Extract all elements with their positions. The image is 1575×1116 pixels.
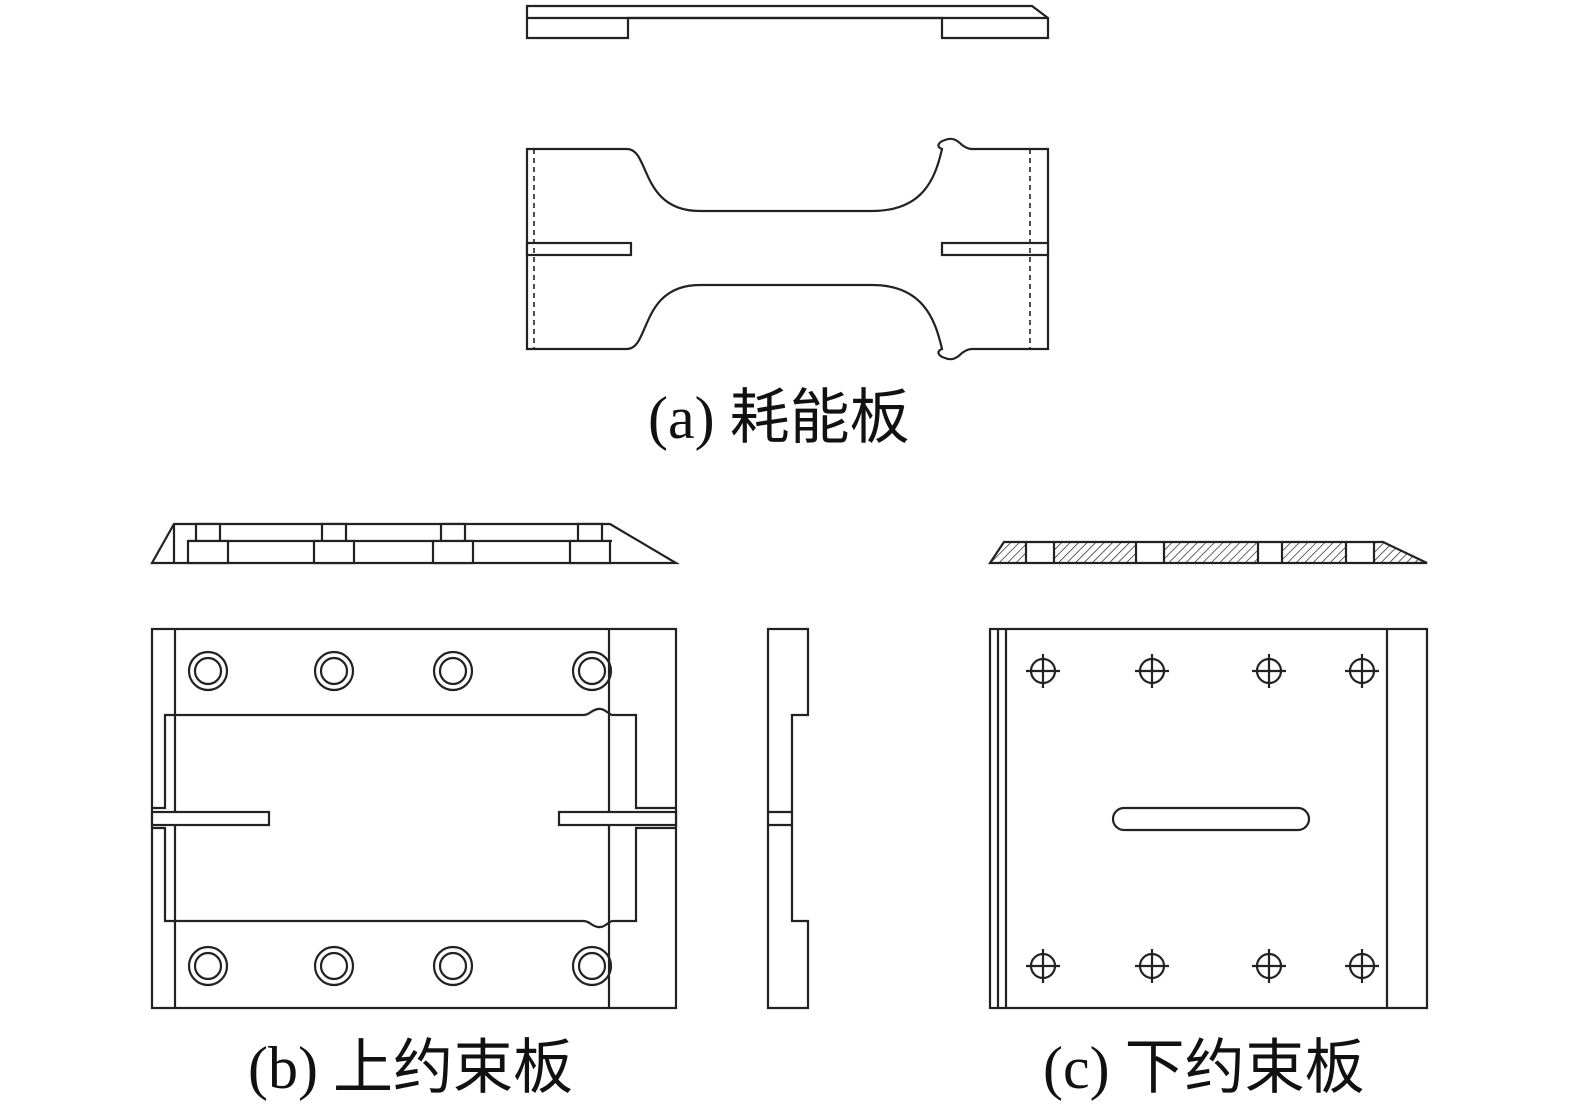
upper-plate-end-view [766,627,810,1010]
bolt-hole [1345,949,1379,983]
bolt-hole [187,650,229,692]
lower-plate-side-view [987,540,1428,565]
energy-plate-top-view [525,137,1050,361]
bolt-hole [432,945,474,987]
bolt-hole [432,650,474,692]
bolt-hole [1252,949,1286,983]
bolt-hole [1135,949,1169,983]
bolt-hole [187,945,229,987]
upper-plate-side-view [150,522,681,565]
bolt-hole [1026,654,1060,688]
bolt-hole [1345,654,1379,688]
bolt-hole [1252,654,1286,688]
lower-plate-top-view [988,627,1429,1010]
bolt-hole [1026,949,1060,983]
bolt-hole [313,650,355,692]
bolt-hole [571,945,613,987]
energy-plate-side-view [525,4,1050,40]
bolt-hole [313,945,355,987]
bolt-hole [571,650,613,692]
upper-plate-top-view [150,627,678,1010]
bolt-hole [1135,654,1169,688]
caption-upper-plate: (b) 上约束板 [248,1035,573,1101]
caption-energy-plate: (a) 耗能板 [648,385,910,451]
caption-lower-plate: (c) 下约束板 [1043,1035,1365,1101]
